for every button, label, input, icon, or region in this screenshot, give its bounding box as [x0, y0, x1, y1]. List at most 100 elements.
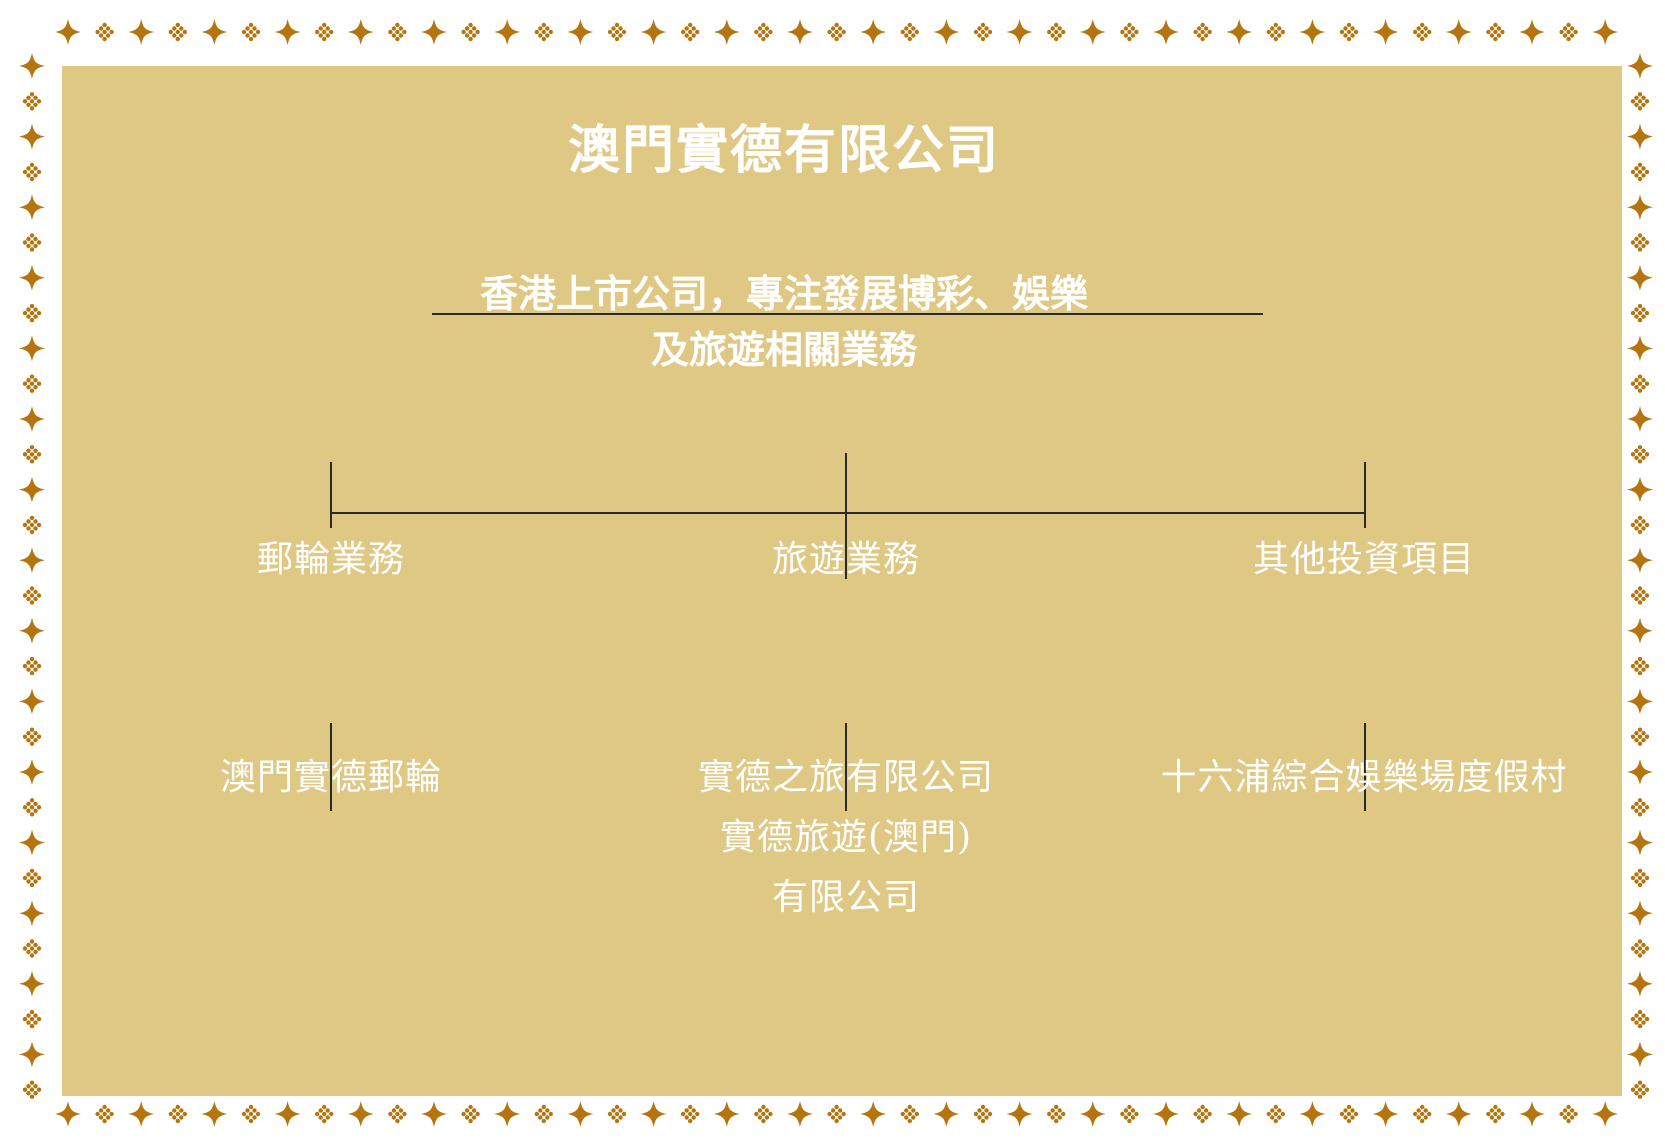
border-star-ornament — [494, 19, 521, 45]
border-dot-ornament — [22, 1009, 42, 1029]
border-dot-ornament — [168, 22, 187, 42]
description-line-1: 香港上市公司，專注發展博彩、娛樂 — [479, 271, 1089, 316]
connector-center-vertical — [845, 453, 847, 579]
connector-right-vertical — [1364, 462, 1366, 528]
border-top — [55, 19, 1619, 45]
border-star-ornament — [19, 900, 45, 927]
border-star-ornament — [860, 19, 887, 45]
border-star-ornament — [1153, 19, 1179, 45]
border-dot-ornament — [1630, 656, 1650, 676]
border-star-ornament — [19, 406, 45, 432]
border-star-ornament — [421, 1101, 447, 1127]
border-dot-ornament — [973, 1104, 993, 1124]
border-star-ornament — [1079, 1101, 1106, 1127]
border-star-ornament — [933, 19, 960, 45]
child-connector-center — [845, 723, 847, 811]
border-dot-ornament — [1486, 1104, 1505, 1124]
border-star-ornament — [19, 335, 45, 362]
border-star-ornament — [787, 19, 813, 45]
border-right — [1627, 53, 1653, 1099]
border-dot-ornament — [388, 1104, 407, 1124]
subsidiary-resort-line-1: 十六浦綜合娛樂場度假村 — [1160, 757, 1568, 798]
border-dot-ornament — [1630, 798, 1650, 817]
border-star-ornament — [1519, 1101, 1545, 1127]
border-dot-ornament — [1193, 22, 1212, 42]
border-dot-ornament — [1413, 1104, 1432, 1124]
border-star-ornament — [1153, 1101, 1179, 1127]
border-dot-ornament — [1413, 22, 1432, 42]
border-star-ornament — [1627, 335, 1653, 362]
border-dot-ornament — [22, 162, 42, 182]
branch-travel: 旅遊業務 — [771, 539, 921, 580]
border-star-ornament — [1372, 1101, 1399, 1127]
border-star-ornament — [640, 19, 667, 45]
border-star-ornament — [274, 1101, 301, 1127]
border-star-ornament — [494, 1101, 521, 1127]
border-dot-ornament — [827, 22, 846, 42]
border-bottom — [55, 1101, 1619, 1127]
border-star-ornament — [19, 547, 45, 574]
border-dot-ornament — [1193, 1104, 1212, 1124]
border-star-ornament — [1592, 19, 1619, 45]
border-dot-ornament — [1630, 162, 1650, 182]
border-star-ornament — [1627, 900, 1653, 927]
border-star-ornament — [1006, 1101, 1033, 1127]
border-dot-ornament — [1486, 22, 1505, 42]
company-title: 澳門實德有限公司 — [567, 120, 1001, 181]
border-star-ornament — [1627, 829, 1653, 856]
branch-cruise: 郵輪業務 — [256, 539, 406, 580]
branch-other-investments: 其他投資項目 — [1252, 539, 1476, 580]
border-dot-ornament — [1630, 445, 1650, 464]
border-dot-ornament — [900, 22, 919, 42]
border-star-ornament — [421, 19, 447, 45]
border-star-ornament — [713, 19, 740, 45]
border-dot-ornament — [900, 1104, 919, 1124]
border-dot-ornament — [22, 727, 42, 746]
border-star-ornament — [1226, 19, 1253, 45]
border-star-ornament — [1627, 759, 1653, 785]
branch-connector-horizontal — [330, 512, 1365, 514]
border-star-ornament — [128, 1101, 155, 1127]
border-star-ornament — [1627, 194, 1653, 221]
subsidiary-travel-line-2: 實德旅遊(澳門) — [719, 817, 973, 858]
child-connector-right — [1364, 723, 1366, 811]
border-star-ornament — [19, 829, 45, 856]
border-star-ornament — [1627, 970, 1653, 997]
child-connector-left — [330, 723, 332, 811]
border-dot-ornament — [95, 1104, 114, 1124]
border-star-ornament — [1627, 123, 1653, 150]
connector-left-vertical — [330, 462, 332, 528]
border-star-ornament — [1627, 264, 1653, 291]
subsidiary-cruise-line-1: 澳門實德郵輪 — [219, 757, 443, 798]
border-dot-ornament — [22, 868, 42, 888]
border-dot-ornament — [1630, 586, 1650, 605]
border-star-ornament — [1079, 19, 1106, 45]
border-dot-ornament — [241, 1104, 261, 1124]
border-star-ornament — [933, 1101, 960, 1127]
border-star-ornament — [19, 123, 45, 150]
border-star-ornament — [1372, 19, 1399, 45]
border-dot-ornament — [534, 22, 553, 42]
border-dot-ornament — [1266, 1104, 1285, 1124]
border-dot-ornament — [1120, 1104, 1139, 1124]
border-star-ornament — [19, 53, 45, 79]
border-dot-ornament — [1339, 1104, 1359, 1124]
border-star-ornament — [1299, 19, 1326, 45]
border-dot-ornament — [1266, 22, 1285, 42]
border-dot-ornament — [22, 303, 42, 323]
diagram-panel — [62, 66, 1622, 1096]
border-dot-ornament — [461, 22, 480, 42]
border-star-ornament — [19, 688, 45, 715]
border-star-ornament — [55, 1101, 81, 1127]
title-underline — [432, 313, 1263, 315]
border-dot-ornament — [607, 1104, 627, 1124]
border-star-ornament — [347, 1101, 374, 1127]
border-star-ornament — [19, 1041, 45, 1068]
border-dot-ornament — [681, 1104, 700, 1124]
border-dot-ornament — [1630, 727, 1650, 746]
border-star-ornament — [19, 970, 45, 997]
border-dot-ornament — [22, 939, 42, 958]
border-star-ornament — [713, 1101, 740, 1127]
border-star-ornament — [347, 19, 374, 45]
